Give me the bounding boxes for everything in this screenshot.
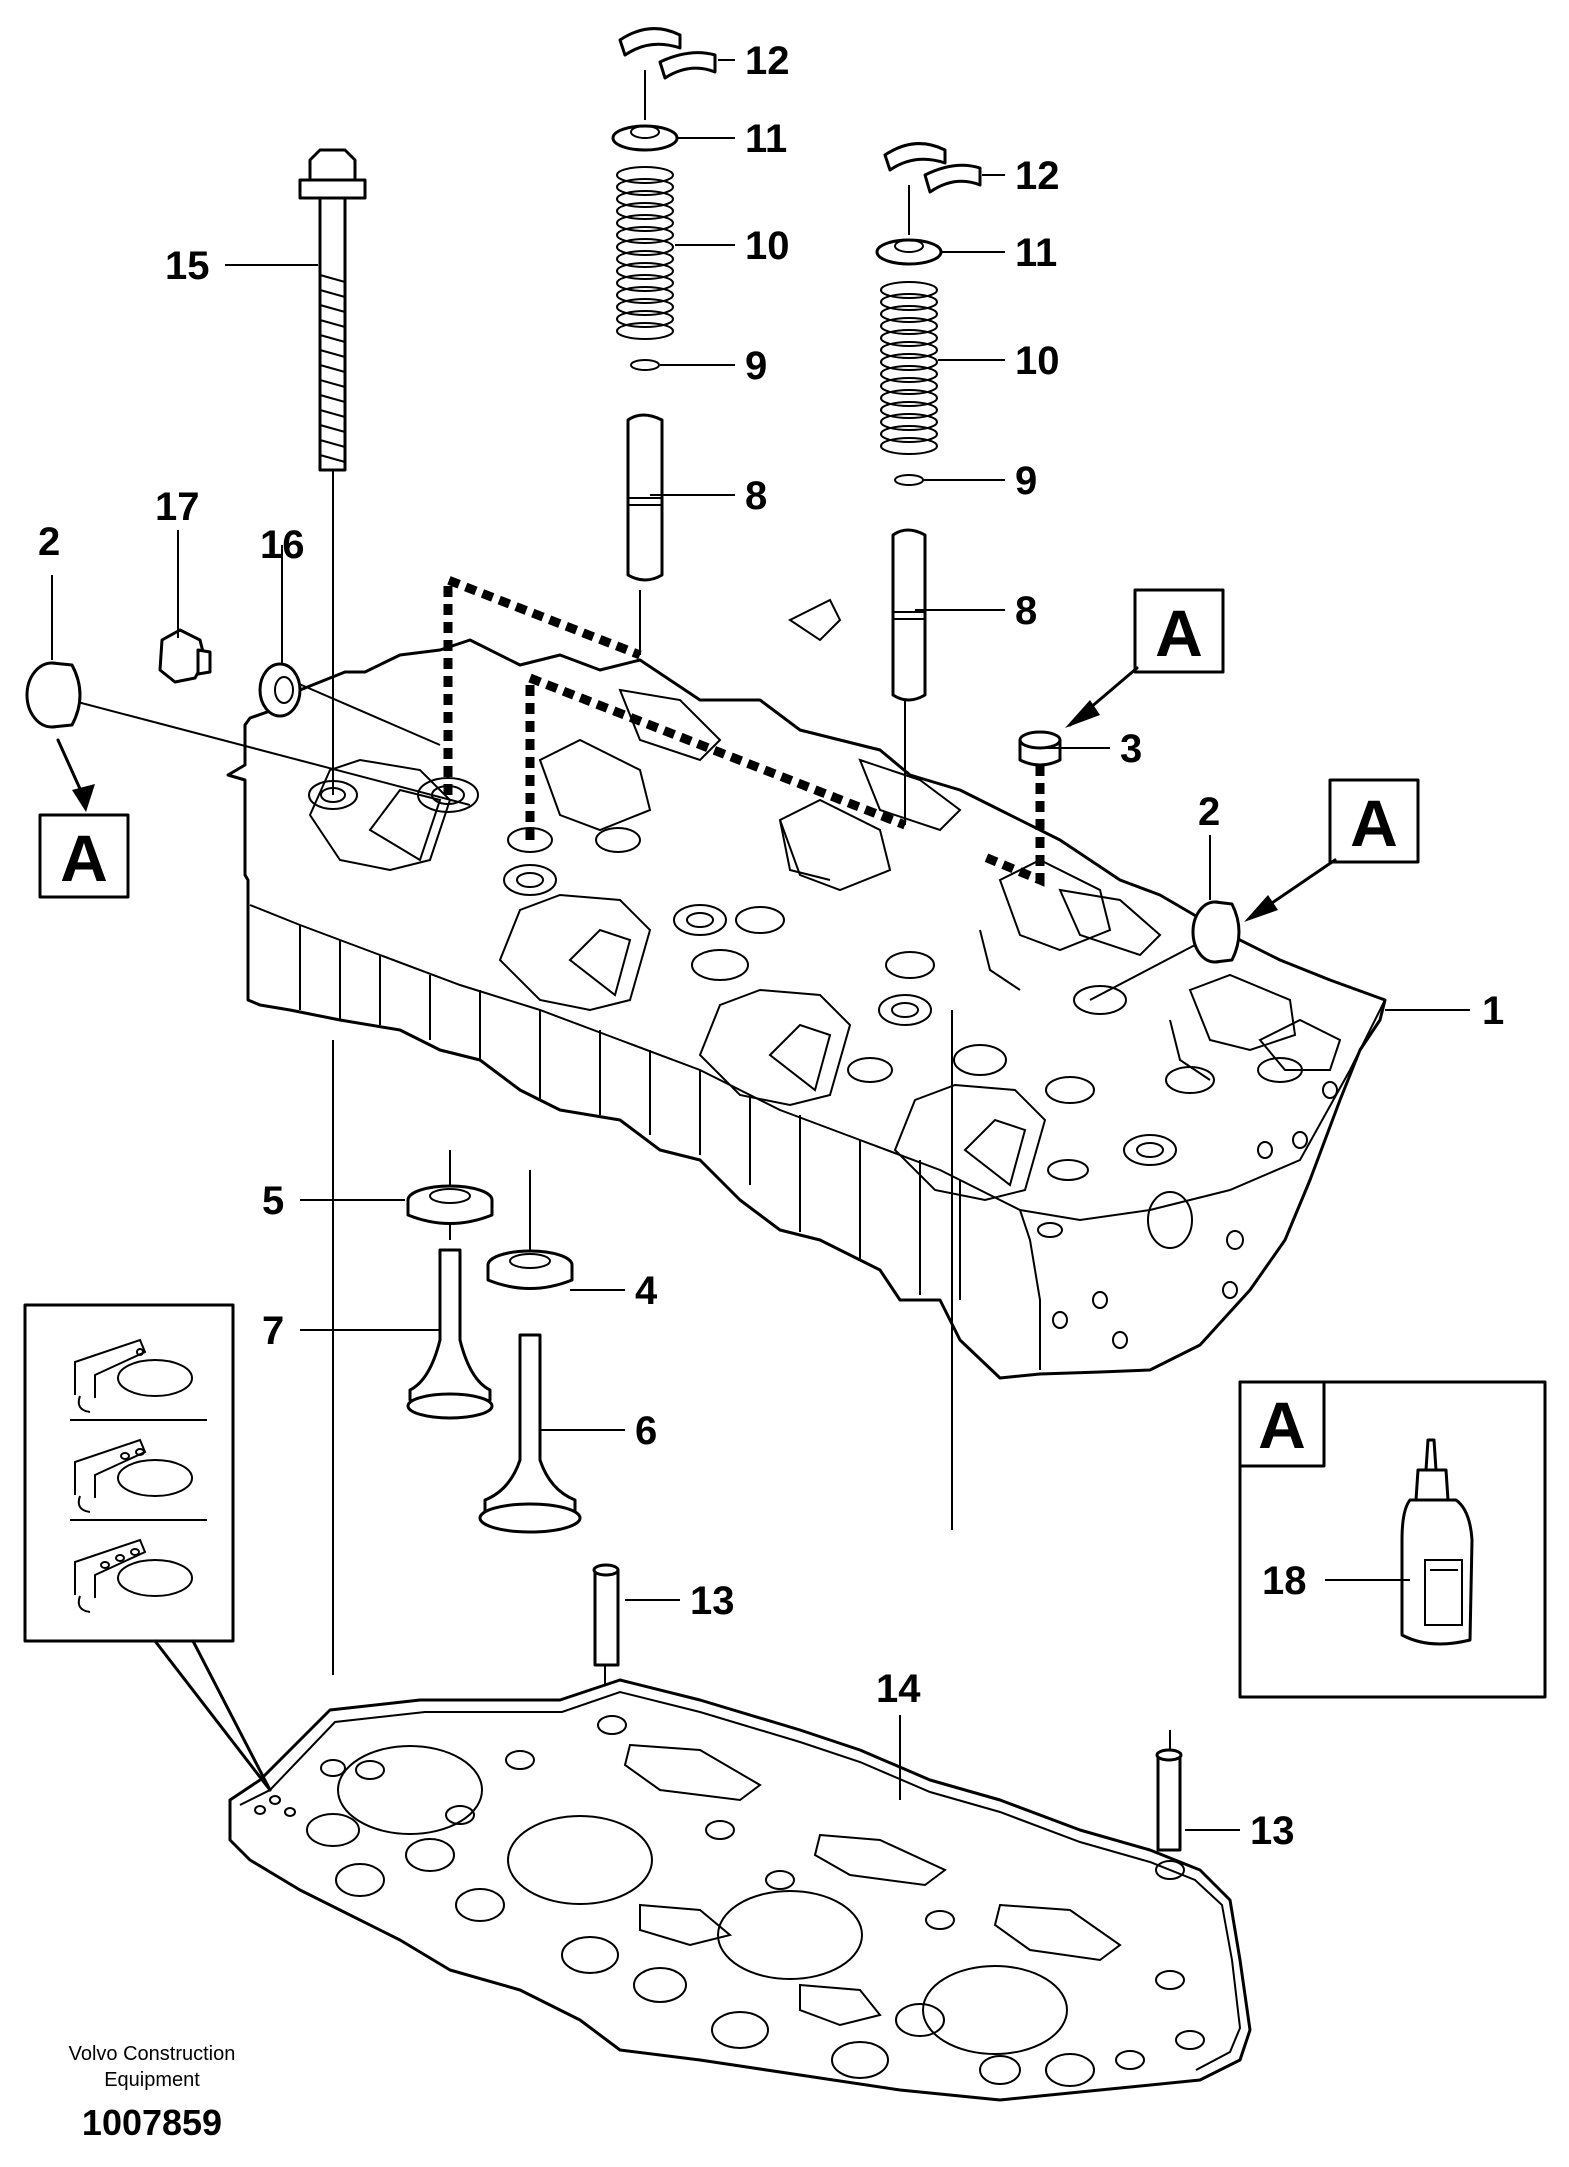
valve-7 (406, 1248, 494, 1420)
callout-2-right: 2 (1198, 790, 1220, 834)
callout-13-lower: 13 (1250, 1809, 1295, 1853)
o-ring-left (630, 359, 660, 371)
callout-12-left: 12 (745, 39, 790, 83)
credit-line-1: Volvo Construction (69, 2043, 236, 2065)
valve-guide-right (891, 528, 927, 702)
callout-labels: 1 2 2 3 4 5 6 7 8 8 9 9 10 10 11 11 12 1… (38, 39, 1504, 1853)
callout-5: 5 (262, 1179, 284, 1223)
callout-9-right: 9 (1015, 459, 1037, 503)
callout-1: 1 (1482, 989, 1504, 1033)
valve-6 (478, 1333, 582, 1534)
callout-18: 18 (1262, 1559, 1307, 1603)
spring-retainer-left (611, 124, 679, 152)
detail-a-sealant-box (1238, 1380, 1547, 1699)
core-plug-right (1191, 900, 1241, 964)
callout-10-right: 10 (1015, 339, 1060, 383)
valve-stem-seal-4 (486, 1249, 574, 1290)
valve-collets-left (618, 27, 717, 120)
callout-9-left: 9 (745, 344, 767, 388)
marker-a-right (1244, 778, 1420, 922)
callout-13-upper: 13 (690, 1579, 735, 1623)
callout-16: 16 (260, 523, 305, 567)
callout-leaders (51, 59, 1470, 1831)
callout-11-left: 11 (745, 117, 787, 161)
callout-10-left: 10 (745, 224, 790, 268)
callout-11-right: 11 (1015, 231, 1057, 275)
callout-4: 4 (635, 1269, 658, 1313)
callout-3: 3 (1120, 727, 1142, 771)
cup-plug-3 (1018, 730, 1062, 767)
gasket-detail-inset (23, 1303, 272, 1792)
callout-14: 14 (876, 1667, 921, 1711)
callout-6: 6 (635, 1409, 657, 1453)
marker-a-upper-right (1065, 588, 1225, 728)
spring-retainer-right (875, 238, 943, 266)
cylinder-head-bolt (298, 148, 367, 472)
detail-a-box-letter: A (1258, 1388, 1306, 1462)
marker-a-right-letter: A (1350, 786, 1398, 860)
dowel-pin-lower (1155, 1748, 1183, 1852)
callout-2-left: 2 (38, 520, 60, 564)
valve-guide-left (626, 413, 664, 582)
marker-a-left (38, 738, 130, 899)
washer-16 (258, 662, 302, 718)
callout-17: 17 (155, 485, 200, 529)
assembly-axis-lines (69, 470, 1196, 1830)
detail-markers: A A A A (60, 596, 1398, 1462)
credit-line-2: Equipment (104, 2069, 200, 2091)
plug-17 (158, 628, 212, 684)
o-ring-right (894, 474, 924, 486)
callout-8-right: 8 (1015, 589, 1037, 633)
marker-a-left-letter: A (60, 821, 108, 895)
callout-8-left: 8 (745, 474, 767, 518)
valve-spring-left (616, 166, 674, 340)
valve-collets-right (883, 142, 982, 235)
document-number: 1007859 (82, 2102, 222, 2143)
callout-12-right: 12 (1015, 154, 1060, 198)
dashed-guide-lines (443, 573, 1045, 887)
core-plug-left (25, 661, 82, 729)
valve-spring-right (880, 281, 938, 455)
marker-a-upper-right-letter: A (1155, 596, 1203, 670)
sealant-bottle (1400, 1438, 1474, 1646)
dowel-pin-upper (592, 1563, 620, 1667)
cylinder-head (226, 598, 1387, 1380)
callout-7: 7 (262, 1309, 284, 1353)
cylinder-head-gasket (228, 1678, 1252, 2102)
valve-stem-seal-5 (406, 1184, 494, 1225)
callout-15: 15 (165, 244, 210, 288)
